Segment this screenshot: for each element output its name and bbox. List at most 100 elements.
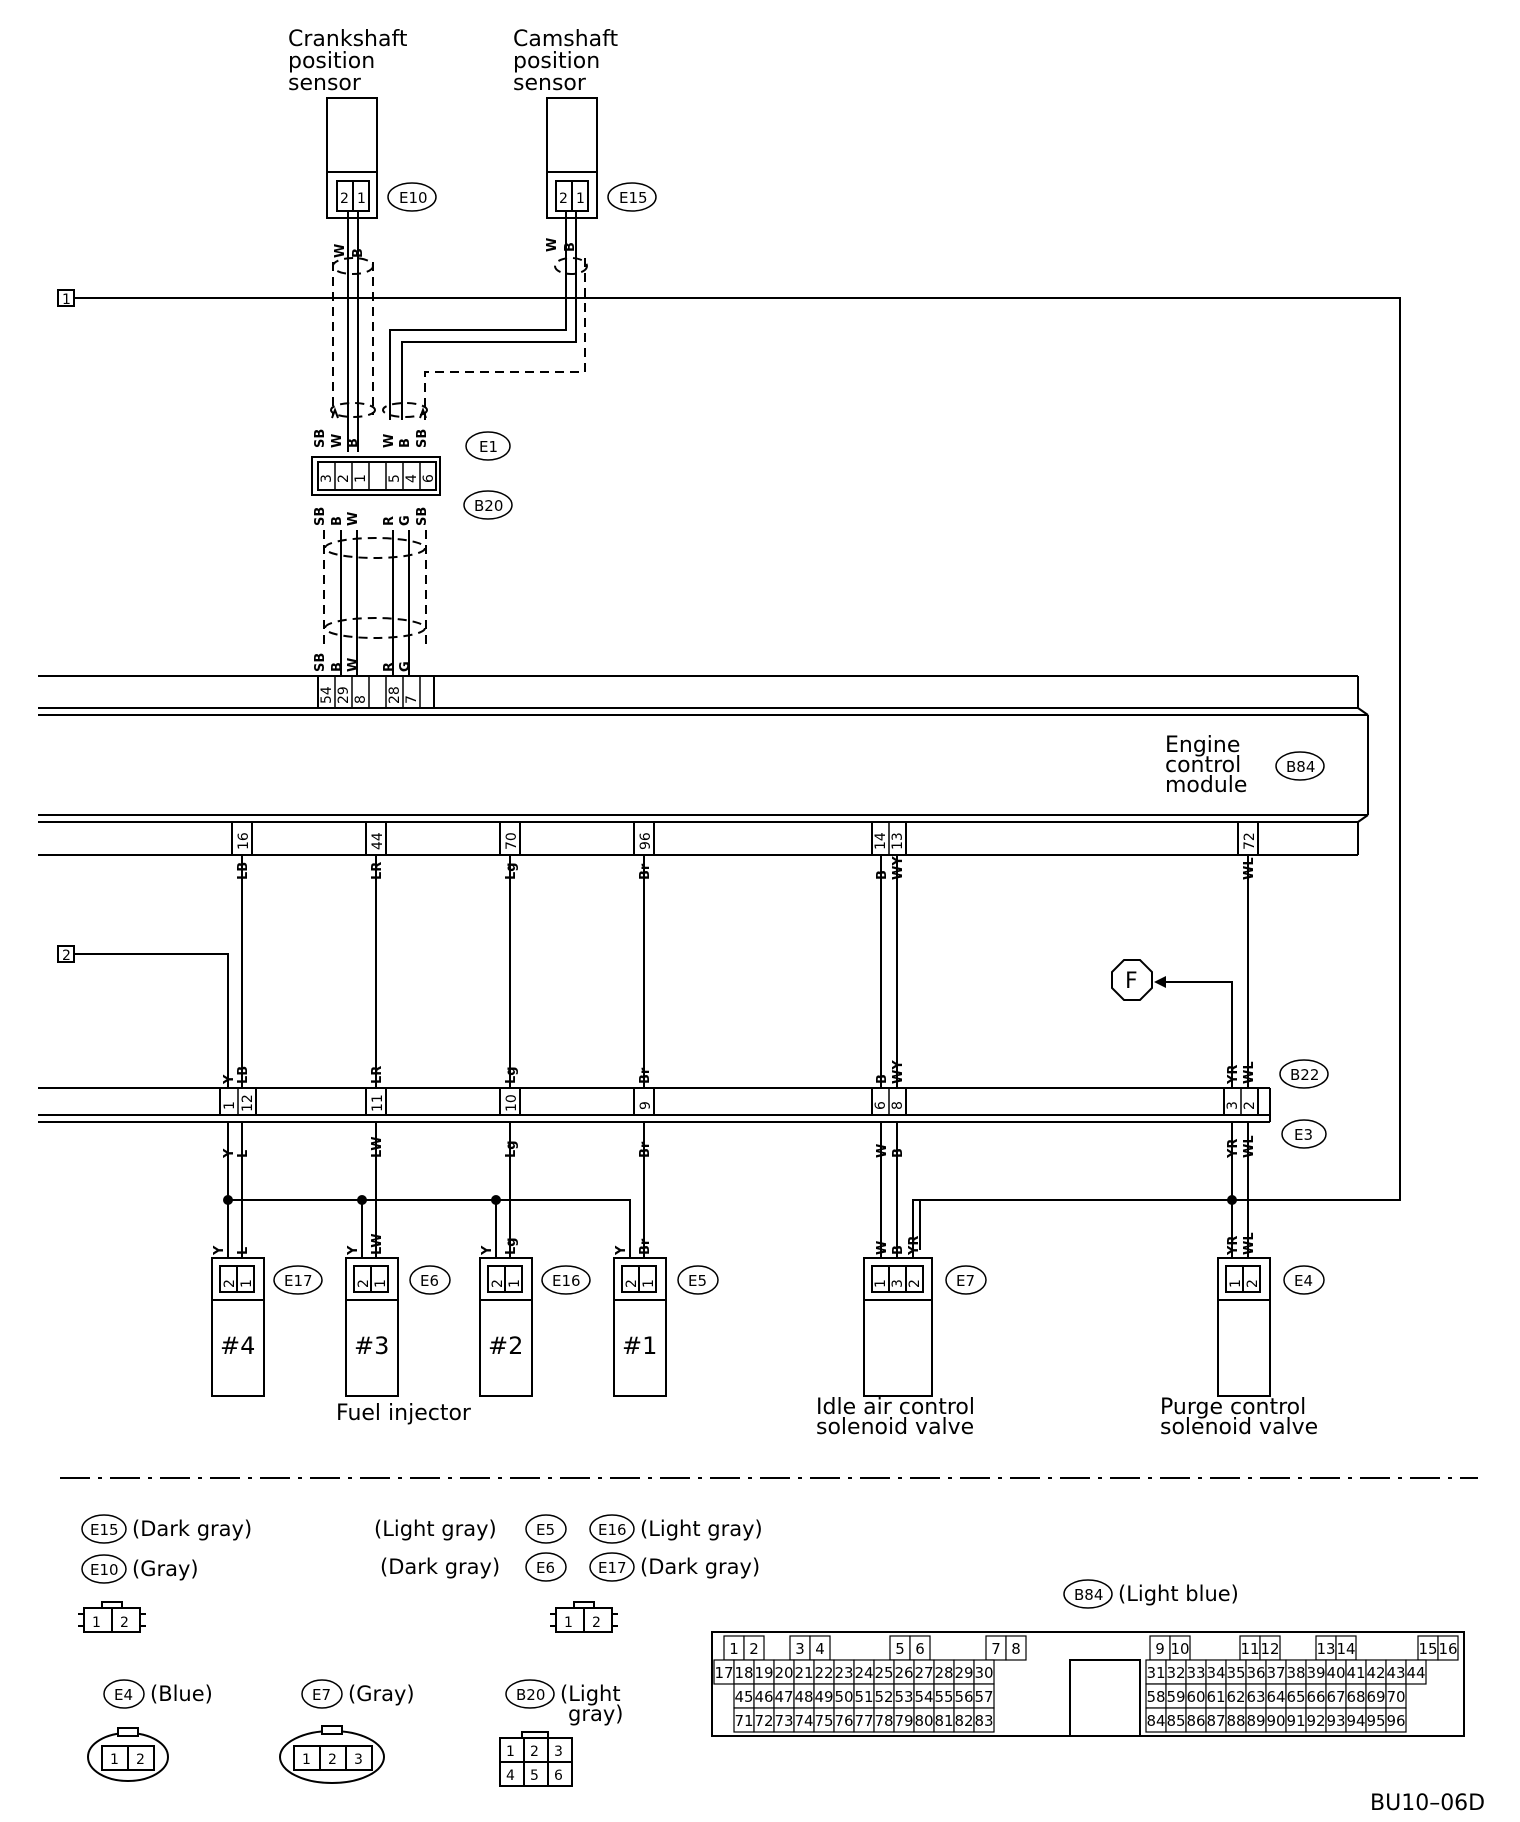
b84-pin-label: 74	[794, 1712, 813, 1730]
joint-pin-3: 3	[319, 474, 335, 483]
engine-control-module: 54 29 8 28 7 Engine control module B84 1…	[38, 675, 1369, 856]
wire-wy: WY	[891, 856, 906, 880]
plug12a-pin2: 2	[120, 1615, 129, 1631]
b84-pin-label: 89	[1246, 1712, 1265, 1730]
iac-label-2: solenoid valve	[816, 1415, 974, 1440]
ecm-wire-b: B	[330, 662, 345, 672]
inj2-name: #2	[488, 1332, 523, 1360]
ecm-pin-29: 29	[336, 686, 352, 704]
fuel-injector-caption: Fuel injector	[336, 1401, 472, 1426]
b84-pin-label: 1	[729, 1640, 739, 1658]
b84-pin-label: 88	[1226, 1712, 1245, 1730]
inj3-pin-1: 1	[373, 1279, 389, 1288]
idle-air-control-valve: W B YR 1 3 2 E7 Idle air control solenoi…	[816, 1236, 987, 1440]
plug12b-pin2: 2	[592, 1615, 601, 1631]
b84-pin-label: 29	[954, 1664, 973, 1682]
b22-wire-b: B	[875, 1074, 890, 1084]
b84-pin-label: 11	[1240, 1640, 1259, 1658]
b84-pin-label: 65	[1286, 1688, 1305, 1706]
legend-e6-id: E6	[536, 1559, 555, 1577]
ecm-wire-w: W	[346, 658, 361, 672]
legend-e5-id: E5	[536, 1521, 555, 1539]
inj4-wire-y: Y	[212, 1245, 227, 1256]
b84-pin-label: 37	[1266, 1664, 1285, 1682]
legend-e15-id: E15	[90, 1521, 119, 1539]
inj1-name: #1	[622, 1332, 657, 1360]
legend-e16-id: E16	[598, 1521, 627, 1539]
b84-pin-label: 4	[815, 1640, 825, 1658]
b84-pin-label: 31	[1146, 1664, 1165, 1682]
ecm-pin-16: 16	[236, 832, 252, 850]
crankshaft-sensor: Crankshaft position sensor 2 1 E10 W B	[288, 27, 437, 258]
ecm-label-3: module	[1165, 773, 1247, 798]
b84-pin-cell	[1385, 1707, 1407, 1733]
e3-wire-lw: LW	[370, 1136, 385, 1158]
plug-e4-icon: 1 2	[87, 1727, 169, 1782]
legend-b84-color: (Light blue)	[1118, 1582, 1239, 1606]
b84-pin-label: 21	[794, 1664, 813, 1682]
legend-b84-id: B84	[1074, 1586, 1103, 1604]
inj3-connector-id: E6	[420, 1272, 439, 1290]
e3-output-wires: Y L LW Lg Br W B YR WL	[222, 1122, 1257, 1258]
inj1-wire-y: Y	[614, 1245, 629, 1256]
b84-pin-label: 5	[895, 1640, 905, 1658]
b84-pin-label: 9	[1155, 1640, 1165, 1658]
b84-pin-cell	[973, 1707, 995, 1733]
ecm-pin-14: 14	[873, 832, 889, 850]
b84-pin-label: 57	[974, 1688, 993, 1706]
e7-pin2: 2	[328, 1752, 337, 1768]
b84-pin-label: 7	[991, 1640, 1001, 1658]
cam-wire-b: B	[563, 242, 578, 252]
inj2-pin-2: 2	[490, 1279, 506, 1288]
legend-e17-id: E17	[598, 1559, 627, 1577]
b20-pin1: 1	[506, 1744, 515, 1760]
b84-pin-label: 3	[795, 1640, 805, 1658]
ecm-connector-id: B84	[1286, 758, 1315, 776]
b22-wire-yr: YR	[1226, 1065, 1241, 1085]
b20-wire-6: SB	[415, 507, 430, 526]
legend-b20-id: B20	[516, 1686, 545, 1704]
plug-e7-icon: 1 2 3	[279, 1725, 385, 1784]
purge-label-1: Purge control	[1160, 1395, 1306, 1420]
b84-pin-label: 44	[1406, 1664, 1425, 1682]
b84-pin-label: 13	[1316, 1640, 1335, 1658]
ecm-pin-54: 54	[319, 686, 335, 704]
e3-wire-y: Y	[222, 1148, 237, 1159]
b22-wire-br: Br	[638, 1067, 653, 1084]
iac-wire-w: W	[875, 1241, 890, 1255]
plug-12-icon: 1 2	[78, 1601, 146, 1633]
e4-pin1: 1	[110, 1752, 119, 1768]
b84-pin-label: 30	[974, 1664, 993, 1682]
b84-pin-label: 92	[1306, 1712, 1325, 1730]
ecm-pin-28: 28	[387, 686, 403, 704]
ref2-label: 2	[62, 948, 71, 964]
b84-pin-label: 55	[934, 1688, 953, 1706]
legend-e7-id: E7	[312, 1686, 331, 1704]
inj3-name: #3	[354, 1332, 389, 1360]
b20-pin4: 4	[506, 1768, 515, 1784]
ecm-pin-72: 72	[1242, 832, 1258, 850]
b84-pin-label: 81	[934, 1712, 953, 1730]
e1-connector-id: E1	[479, 438, 498, 456]
b84-pin-label: 25	[874, 1664, 893, 1682]
b22-wire-y: Y	[222, 1074, 237, 1085]
iac-pin-2: 2	[907, 1279, 923, 1288]
legend-e4-color: (Blue)	[150, 1682, 213, 1706]
joint-pin-5: 5	[387, 474, 403, 483]
e7-pin1: 1	[302, 1752, 311, 1768]
inj3-pin-2: 2	[356, 1279, 372, 1288]
b84-pin-label: 42	[1366, 1664, 1385, 1682]
b84-pin-cell	[1437, 1635, 1459, 1661]
b84-pin-label: 35	[1226, 1664, 1245, 1682]
crank-wire-w: W	[333, 244, 348, 258]
b84-pin-label: 59	[1166, 1688, 1185, 1706]
inj1-pin-2: 2	[624, 1279, 640, 1288]
b84-pin-label: 54	[914, 1688, 933, 1706]
b22-pin-8: 8	[890, 1101, 906, 1110]
cam-pin-1: 1	[576, 191, 585, 207]
legend-e7-color: (Gray)	[348, 1682, 415, 1706]
ecm-label-1: Engine	[1165, 733, 1240, 758]
crank-pin-1: 1	[357, 191, 366, 207]
b84-pin-label: 24	[854, 1664, 873, 1682]
